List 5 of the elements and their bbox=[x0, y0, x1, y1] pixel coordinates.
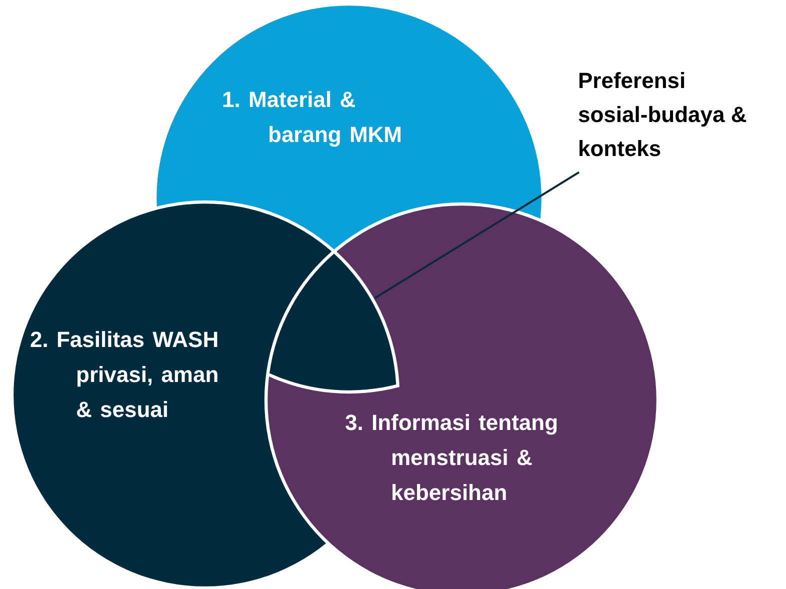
circle-label: 1. Material & barang MKM bbox=[222, 86, 402, 150]
circle-label: 2. Fasilitas WASH privasi, aman & sesuai bbox=[30, 326, 220, 424]
circle-label: 3. Informasi tentang menstruasi & kebersihan bbox=[345, 409, 560, 508]
leader-line bbox=[374, 171, 580, 299]
callout-text: Preferensi sosial-budaya & konteks bbox=[578, 64, 753, 174]
